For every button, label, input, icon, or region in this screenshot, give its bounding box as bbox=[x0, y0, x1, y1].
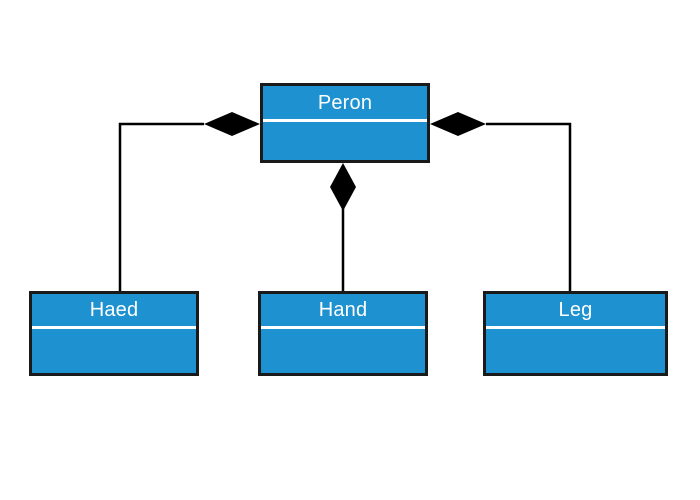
composition-diamond-peron-haed bbox=[204, 112, 260, 136]
composition-diamond-peron-hand bbox=[330, 163, 356, 211]
attributes-compartment-hand bbox=[261, 329, 425, 373]
name-compartment-hand: Hand bbox=[261, 294, 425, 326]
compartment-divider-hand bbox=[261, 326, 425, 329]
class-name-peron: Peron bbox=[317, 91, 373, 114]
class-name-haed: Haed bbox=[89, 299, 139, 321]
composition-diamond-peron-leg bbox=[430, 112, 486, 136]
class-name-leg: Leg bbox=[558, 299, 593, 321]
compartment-divider-leg bbox=[486, 326, 665, 329]
uml-class-haed[interactable]: Haed bbox=[29, 291, 199, 376]
compartment-divider-peron bbox=[263, 119, 427, 122]
name-compartment-haed: Haed bbox=[32, 294, 196, 326]
connector-line-peron-leg bbox=[486, 122, 572, 291]
compartment-divider-haed bbox=[32, 326, 196, 329]
connector-peron-hand[interactable] bbox=[330, 163, 356, 291]
class-name-hand: Hand bbox=[318, 299, 368, 321]
name-compartment-peron: Peron bbox=[263, 86, 427, 119]
connector-line-peron-haed bbox=[118, 122, 204, 291]
attributes-compartment-leg bbox=[486, 329, 665, 373]
attributes-compartment-peron bbox=[263, 122, 427, 160]
name-compartment-leg: Leg bbox=[486, 294, 665, 326]
connector-peron-haed[interactable] bbox=[118, 112, 260, 291]
uml-class-leg[interactable]: Leg bbox=[483, 291, 668, 376]
uml-class-hand[interactable]: Hand bbox=[258, 291, 428, 376]
connector-peron-leg[interactable] bbox=[430, 112, 572, 291]
attributes-compartment-haed bbox=[32, 329, 196, 373]
uml-class-peron[interactable]: Peron bbox=[260, 83, 430, 163]
